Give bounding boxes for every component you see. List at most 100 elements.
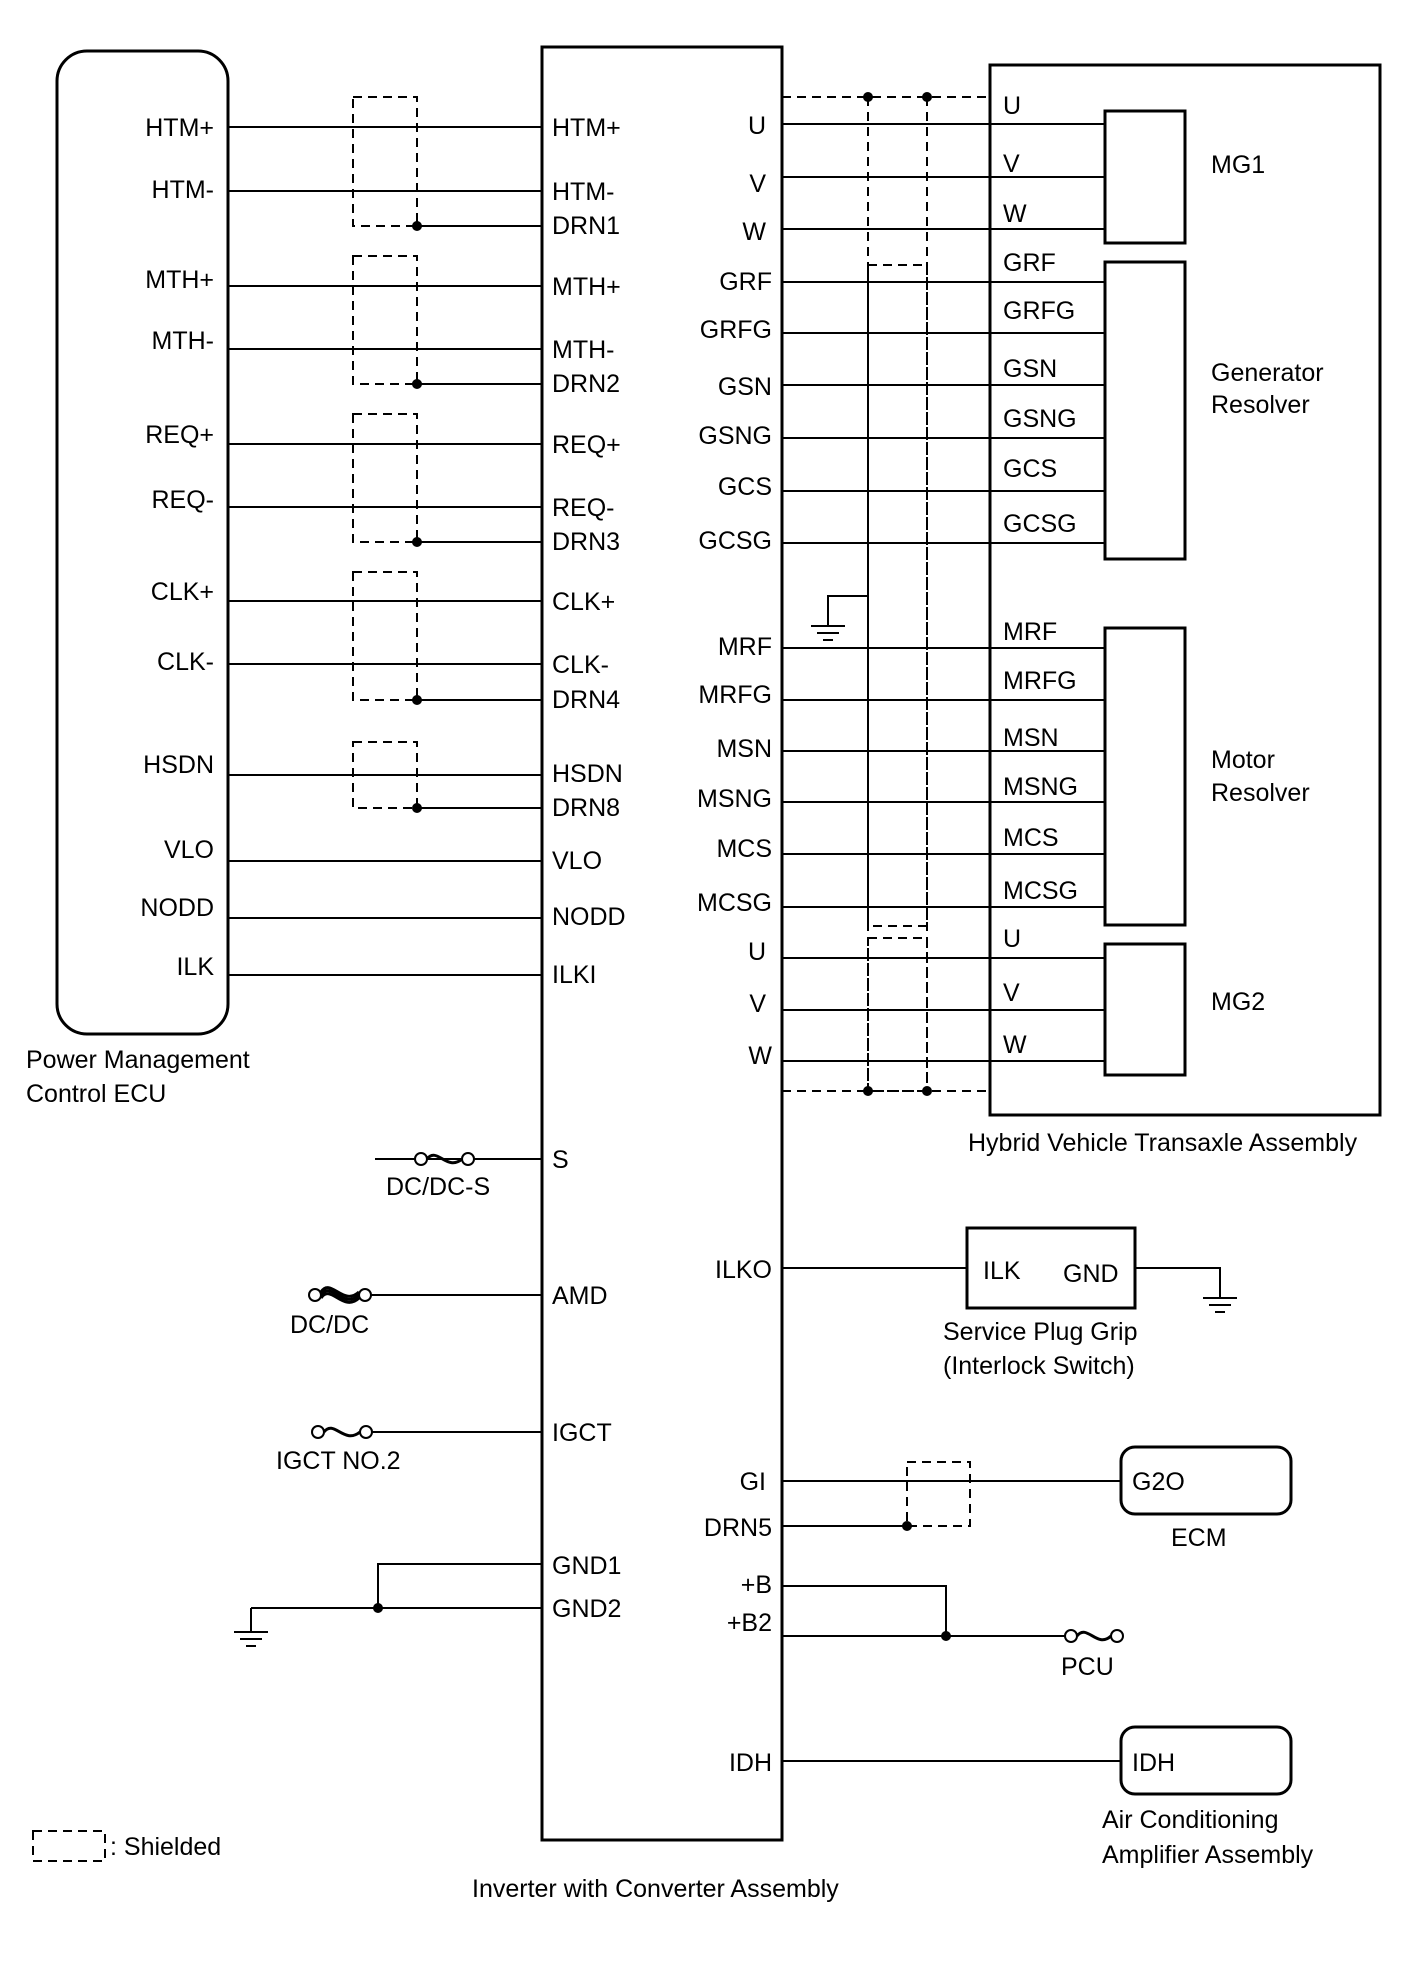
ecu-pin-label: HTM+ (145, 114, 214, 142)
inverter-pin-label: MTH+ (552, 273, 621, 301)
transaxle-pin-label: W (1003, 200, 1027, 228)
inverter-pin-label: W (748, 1042, 772, 1070)
inverter-pin-label: MRF (718, 633, 772, 661)
inverter-right-pin-labels: U V W GRF GRFG GSN GSNG GCS GCSG MRF MRF… (697, 112, 772, 1777)
aircon-title-2: Amplifier Assembly (1102, 1841, 1314, 1869)
generator-resolver-label-1: Generator (1211, 359, 1324, 387)
inverter-pin-label: GND2 (552, 1595, 621, 1623)
transaxle-pin-label: MRFG (1003, 667, 1077, 695)
inverter-pin-label: REQ- (552, 494, 615, 522)
transaxle-shields (782, 92, 990, 1096)
inverter-pin-label: U (748, 938, 766, 966)
fuse-igct-label: IGCT NO.2 (276, 1447, 401, 1475)
inverter-pin-label: ILKO (715, 1256, 772, 1284)
inverter-pin-label: GRF (719, 268, 772, 296)
inverter-pin-label: CLK+ (552, 588, 615, 616)
legend-shield-sample (32, 1830, 106, 1862)
transaxle-pin-label: MRF (1003, 618, 1057, 646)
inverter-pin-label: IDH (729, 1749, 772, 1777)
transaxle-pin-label: GCSG (1003, 510, 1077, 538)
inverter-pin-label: ILKI (552, 961, 596, 989)
ecu-title-line1: Power Management (26, 1046, 250, 1074)
fuse-igct (311, 1425, 542, 1439)
aircon-pin: IDH (1132, 1749, 1175, 1777)
ecu-signal-wires (228, 126, 542, 976)
mg1-box (1103, 109, 1187, 245)
inverter-pin-label: S (552, 1146, 569, 1174)
motor-resolver-label-1: Motor (1211, 746, 1275, 774)
service-plug-title-2: (Interlock Switch) (943, 1352, 1135, 1380)
motor-resolver-label-2: Resolver (1211, 779, 1310, 807)
inverter-pin-label: W (742, 218, 766, 246)
transaxle-pin-label: GCS (1003, 455, 1057, 483)
ecu-pin-label: REQ+ (145, 421, 214, 449)
legend-shielded-text: : Shielded (110, 1833, 221, 1861)
ecu-pin-label: MTH- (152, 327, 214, 355)
inverter-pin-label: GSN (718, 373, 772, 401)
transaxle-pin-label: MSN (1003, 724, 1059, 752)
transaxle-pin-label: MCS (1003, 824, 1059, 852)
inverter-pin-label: REQ+ (552, 431, 621, 459)
motor-resolver-box (1103, 626, 1187, 927)
battery-wires (782, 1585, 1124, 1643)
fuse-dcdc-s (375, 1152, 542, 1166)
inverter-pin-label: DRN3 (552, 528, 620, 556)
inverter-pin-label: MSNG (697, 785, 772, 813)
inverter-pin-label: +B (741, 1571, 772, 1599)
mg2-label: MG2 (1211, 988, 1265, 1016)
inverter-left-pin-labels: HTM+ HTM- DRN1 MTH+ MTH- DRN2 REQ+ REQ- … (552, 114, 626, 1623)
ecu-title-line2: Control ECU (26, 1080, 166, 1108)
inverter-pin-label: MTH- (552, 336, 614, 364)
mg2-box (1103, 942, 1187, 1077)
transaxle-wires (782, 123, 1105, 1062)
transaxle-pin-label: GRFG (1003, 297, 1075, 325)
inverter-pin-label: GCSG (698, 527, 772, 555)
inverter-pin-label: NODD (552, 903, 626, 931)
inverter-pin-label: DRN8 (552, 794, 620, 822)
ecu-pin-label: CLK+ (151, 578, 214, 606)
inverter-pin-label: V (749, 170, 766, 198)
inverter-box (540, 45, 784, 1842)
generator-resolver-label-2: Resolver (1211, 391, 1310, 419)
service-plug-ilk-pin: ILK (983, 1257, 1021, 1285)
transaxle-pin-label: V (1003, 150, 1020, 178)
inverter-pin-label: MCS (716, 835, 772, 863)
inverter-pin-label: AMD (552, 1282, 608, 1310)
mg1-label: MG1 (1211, 151, 1265, 179)
ecu-pin-label: HSDN (143, 751, 214, 779)
inverter-pin-label: V (749, 990, 766, 1018)
ecu-shields (352, 96, 422, 813)
transaxle-pin-label: MCSG (1003, 877, 1078, 905)
inverter-pin-label: MSN (716, 735, 772, 763)
inverter-pin-label: GCS (718, 473, 772, 501)
ecm-title: ECM (1171, 1524, 1227, 1552)
ilko-wire (782, 1267, 1237, 1313)
inverter-pin-label: MRFG (698, 681, 772, 709)
fuse-dcdc-label: DC/DC (290, 1311, 369, 1339)
inverter-pin-label: DRN2 (552, 370, 620, 398)
ecu-pin-label: ILK (176, 953, 214, 981)
transaxle-pin-label: GSNG (1003, 405, 1077, 433)
ecu-pin-label: REQ- (152, 486, 215, 514)
inverter-pin-label: +B2 (727, 1609, 772, 1637)
transaxle-pin-label: W (1003, 1031, 1027, 1059)
service-plug-gnd-pin: GND (1063, 1260, 1119, 1288)
fuse-dcdc-s-label: DC/DC-S (386, 1173, 490, 1201)
transaxle-pin-label: V (1003, 979, 1020, 1007)
inverter-pin-label: MCSG (697, 889, 772, 917)
transaxle-pin-label: U (1003, 92, 1021, 120)
inverter-pin-label: DRN1 (552, 212, 620, 240)
ecu-pin-label: HTM- (152, 176, 214, 204)
inverter-pin-label: CLK- (552, 651, 609, 679)
transaxle-pin-labels: U V W GRF GRFG GSN GSNG GCS GCSG MRF MRF… (1003, 92, 1078, 1059)
ecu-pin-labels: HTM+ HTM- MTH+ MTH- REQ+ REQ- CLK+ CLK- … (140, 114, 214, 981)
generator-resolver-box (1103, 260, 1187, 561)
transaxle-pin-label: U (1003, 925, 1021, 953)
fuse-dcdc (308, 1286, 542, 1304)
power-management-ecu-box (55, 49, 230, 1036)
transaxle-box (988, 63, 1382, 1117)
inverter-pin-label: IGCT (552, 1419, 612, 1447)
inverter-pin-label: HTM+ (552, 114, 621, 142)
